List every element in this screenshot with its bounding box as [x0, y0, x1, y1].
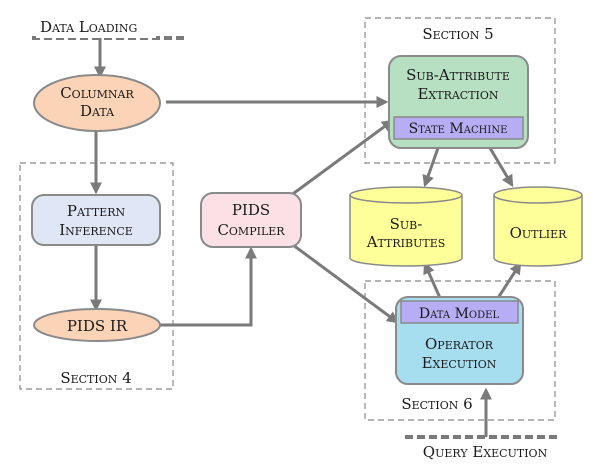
data-model-label: Data Model [419, 306, 500, 322]
extraction-line2: Extraction [417, 85, 498, 103]
outlier-label: Outlier [510, 224, 568, 242]
pattern-inference-line1: Pattern [67, 202, 126, 220]
section-4-box [19, 162, 174, 390]
section-6-label: Section 6 [401, 395, 472, 413]
edge-operator-to-outlier [496, 261, 522, 299]
query-execution-label: Query Execution [423, 443, 548, 461]
operator-execution-line1: Operator [425, 335, 494, 353]
edge-extraction-to-outlier [488, 147, 514, 188]
node-sub-attribute-extraction: Sub-Attribute Extraction State Machine [388, 55, 529, 149]
sub-attributes-line1: Sub- [390, 215, 423, 233]
edge-compiler-to-operator [292, 243, 399, 324]
pids-compiler-line2: Compiler [217, 221, 285, 239]
state-machine-box [393, 116, 524, 140]
edge-pidsir-to-compiler [160, 246, 257, 327]
section-4-label: Section 4 [60, 369, 131, 387]
state-machine-label: State Machine [409, 121, 508, 137]
pids-compiler-line1: PIDS [232, 201, 270, 219]
node-pids-compiler: PIDS Compiler [200, 192, 302, 248]
columnar-data-line2: Data [80, 102, 115, 120]
pattern-inference-line2: Inference [59, 221, 133, 239]
edge-operator-to-subattributes [423, 261, 442, 299]
node-operator-execution: Data Model Operator Execution [395, 296, 524, 385]
node-pids-ir: PIDS IR [33, 308, 161, 342]
edges [90, 38, 522, 437]
pids-ir-label: PIDS IR [67, 317, 128, 335]
section-5-box [364, 17, 556, 164]
data-loading-label: Data Loading [40, 18, 137, 36]
node-pattern-inference: Pattern Inference [31, 194, 161, 246]
edge-compiler-to-extraction [289, 119, 394, 198]
columnar-data-line1: Columnar [60, 84, 134, 102]
operator-execution-line2: Execution [422, 354, 497, 372]
section-5-label: Section 5 [422, 25, 493, 43]
node-columnar-data: Columnar Data [33, 74, 161, 132]
extraction-line1: Sub-Attribute [406, 66, 510, 84]
sub-attributes-line2: Attributes [366, 233, 446, 251]
node-sub-attributes: Sub- Attributes [349, 186, 463, 267]
node-outlier: Outlier [493, 186, 583, 267]
section-6-box [364, 280, 556, 421]
edge-extraction-to-subattributes [422, 147, 440, 188]
data-model-box [400, 300, 519, 324]
